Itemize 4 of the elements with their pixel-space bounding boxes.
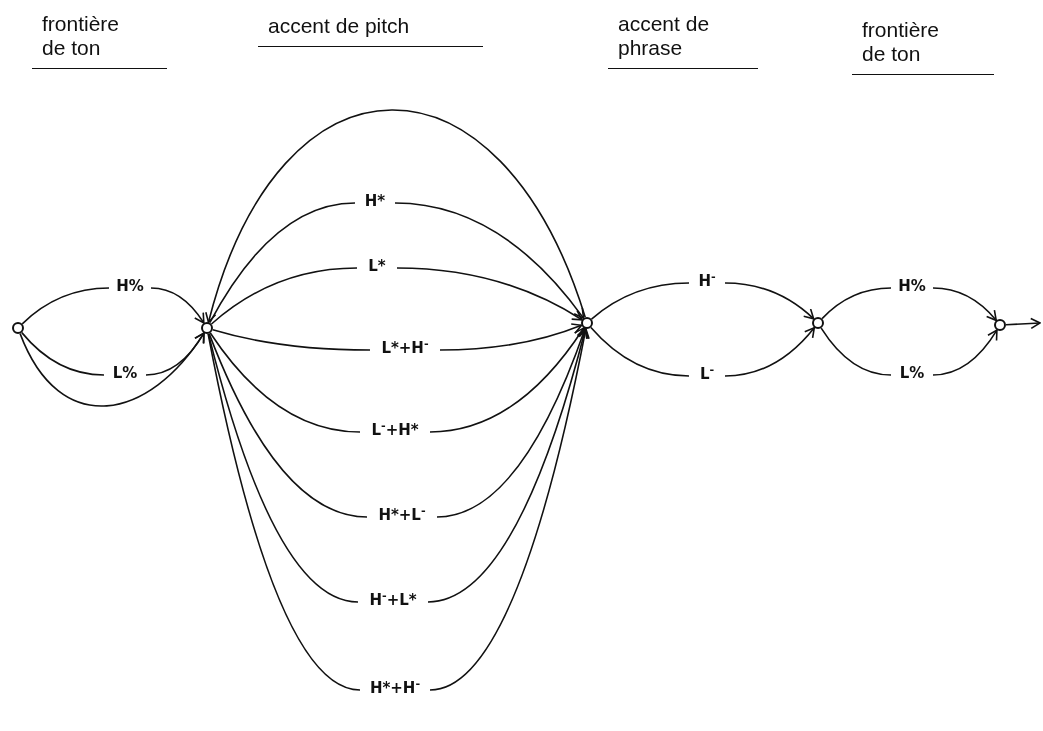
heading-label: accent de phrase <box>608 12 758 69</box>
heading-label: frontière de ton <box>852 18 994 75</box>
heading-label: frontière de ton <box>32 12 167 69</box>
heading-label: accent de pitch <box>258 14 483 47</box>
